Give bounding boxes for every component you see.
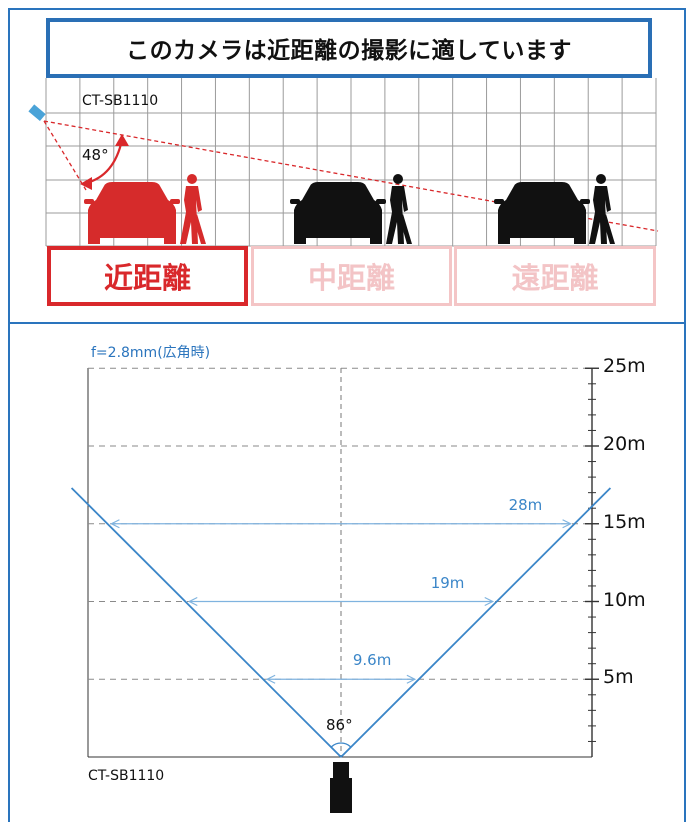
width-arrow-head-left — [265, 674, 276, 684]
width-arrow-head-left — [187, 596, 198, 607]
far-car-icon — [494, 182, 590, 244]
coverage-width-label: 19m — [430, 573, 465, 592]
coverage-width-label: 9.6m — [352, 651, 392, 670]
distance-tick-label: 10m — [603, 588, 646, 611]
distance-tick-label: 15m — [603, 510, 646, 533]
model-label-top: CT-SB1110 — [82, 93, 159, 109]
width-arrow-head-left — [110, 519, 120, 529]
width-arrow-head-right — [484, 596, 495, 607]
fov-left-line — [70, 487, 342, 758]
mid-car-icon — [290, 182, 386, 244]
tilt-angle-label: 48° — [82, 146, 109, 164]
range-mid: 中距離 — [251, 246, 452, 306]
distance-tick-label: 5m — [603, 666, 634, 689]
distance-tick-label: 25m — [603, 355, 646, 378]
distance-illustration — [28, 78, 659, 247]
headline: このカメラは近距離の撮影に適しています — [46, 18, 652, 78]
view-angle-label: 86° — [326, 716, 353, 734]
width-arrow-head-right — [406, 674, 417, 684]
near-car-icon — [84, 182, 180, 244]
coverage-width-label: 28m — [508, 495, 543, 514]
range-near: 近距離 — [47, 246, 248, 306]
range-far: 遠距離 — [454, 246, 656, 306]
far-person-icon — [589, 174, 615, 244]
fov-right-line — [340, 487, 612, 758]
camera-body — [330, 778, 352, 813]
focal-length-label: f=2.8mm(広角時) — [91, 345, 211, 361]
near-person-icon — [180, 174, 206, 244]
distance-tick-label: 20m — [603, 433, 646, 455]
bottom-panel — [8, 322, 686, 822]
model-label-bottom: CT-SB1110 — [88, 768, 165, 784]
camera-icon — [28, 104, 46, 121]
camera-body-top — [333, 762, 349, 778]
view-angle-arc — [331, 742, 351, 748]
width-arrow-head-right — [562, 519, 572, 529]
mid-person-icon — [386, 174, 412, 244]
